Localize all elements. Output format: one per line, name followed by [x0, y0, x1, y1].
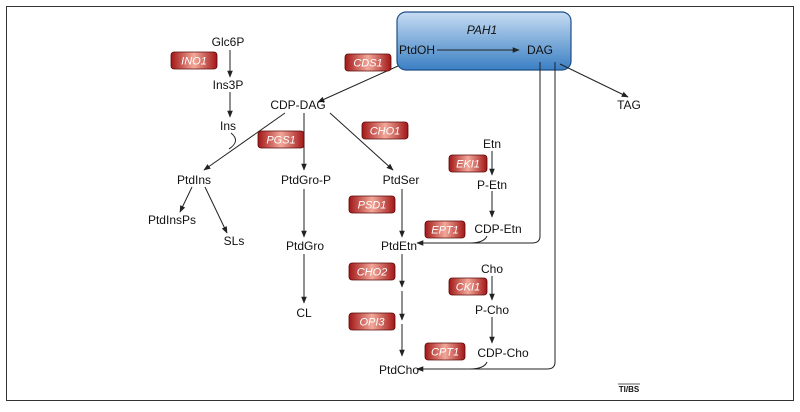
- dag-label: DAG: [527, 43, 553, 57]
- ptdser-label: PtdSer: [383, 173, 420, 187]
- enzyme-cho2: CHO2: [348, 262, 396, 281]
- edge-cdpdag-ptdins: [203, 112, 286, 171]
- enzyme-ept1: EPT1: [424, 220, 466, 239]
- svg-text:CDS1: CDS1: [353, 58, 382, 70]
- edge-cdpdag-ptdser: [329, 112, 394, 171]
- svg-text:EPT1: EPT1: [431, 225, 459, 237]
- enzyme-ino1: INO1: [170, 51, 218, 70]
- enzyme-psd1: PSD1: [348, 195, 396, 214]
- svg-text:CPT1: CPT1: [431, 347, 459, 359]
- ins-label: Ins: [220, 119, 236, 133]
- enzyme-opi3: OPI3: [348, 312, 396, 331]
- svg-text:CKI1: CKI1: [456, 282, 480, 294]
- enzyme-eki1: EKI1: [448, 154, 488, 173]
- svg-text:CHO2: CHO2: [357, 267, 388, 279]
- pah1-box: [396, 11, 572, 71]
- edge-ins-join: [228, 132, 236, 150]
- petn-label: P-Etn: [477, 178, 507, 192]
- cdpcho-label: CDP-Cho: [477, 346, 529, 360]
- cho-label: Cho: [481, 262, 503, 276]
- svg-text:OPI3: OPI3: [359, 317, 385, 329]
- edge-ptdins-sls: [204, 186, 228, 234]
- svg-text:EKI1: EKI1: [456, 159, 480, 171]
- enzyme-cpt1: CPT1: [424, 342, 466, 361]
- ptdetn-label: PtdEtn: [381, 239, 417, 253]
- edge-dag-tag: [559, 63, 629, 98]
- tag-label: TAG: [617, 98, 641, 112]
- enzyme-pgs1: PGS1: [257, 130, 305, 149]
- enzyme-cho1: CHO1: [361, 121, 409, 140]
- edge-cdpetn-ptdetn: [417, 235, 488, 244]
- ins3p-label: Ins3P: [213, 78, 244, 92]
- ptdcho-label: PtdCho: [379, 363, 419, 377]
- ptdinsps-label: PtdInsPs: [148, 213, 196, 227]
- pah1-label: PAH1: [467, 23, 497, 37]
- etn-label: Etn: [483, 137, 501, 151]
- outer-border: [6, 6, 794, 401]
- svg-text:CHO1: CHO1: [370, 126, 401, 138]
- edge-dag-ptdcho: [416, 62, 556, 372]
- svg-text:INO1: INO1: [181, 56, 207, 68]
- ptdgro-label: PtdGro: [286, 239, 324, 253]
- sls-label: SLs: [224, 234, 245, 248]
- cdpetn-label: CDP-Etn: [474, 222, 521, 236]
- edge-ptdoh-cdpdag: [317, 65, 399, 103]
- credit-label: TI/BS: [619, 385, 640, 394]
- pcho-label: P-Cho: [475, 303, 509, 317]
- glc6p-label: Glc6P: [212, 35, 245, 49]
- ptdgrop-label: PtdGro-P: [281, 173, 331, 187]
- edge-cdpcho-ptdcho: [417, 361, 488, 370]
- svg-text:PSD1: PSD1: [358, 200, 387, 212]
- edge-ptdins-ptdinsps: [179, 186, 193, 213]
- ptdoh-label: PtdOH: [399, 43, 435, 57]
- enzyme-cki1: CKI1: [448, 277, 488, 296]
- ptdins-label: PtdIns: [177, 173, 211, 187]
- svg-text:PGS1: PGS1: [266, 135, 295, 147]
- enzyme-cds1: CDS1: [344, 53, 392, 72]
- cdpdag-label: CDP-DAG: [270, 98, 325, 112]
- edge-dag-ptdetn: [416, 62, 541, 246]
- cl-label: CL: [296, 306, 312, 320]
